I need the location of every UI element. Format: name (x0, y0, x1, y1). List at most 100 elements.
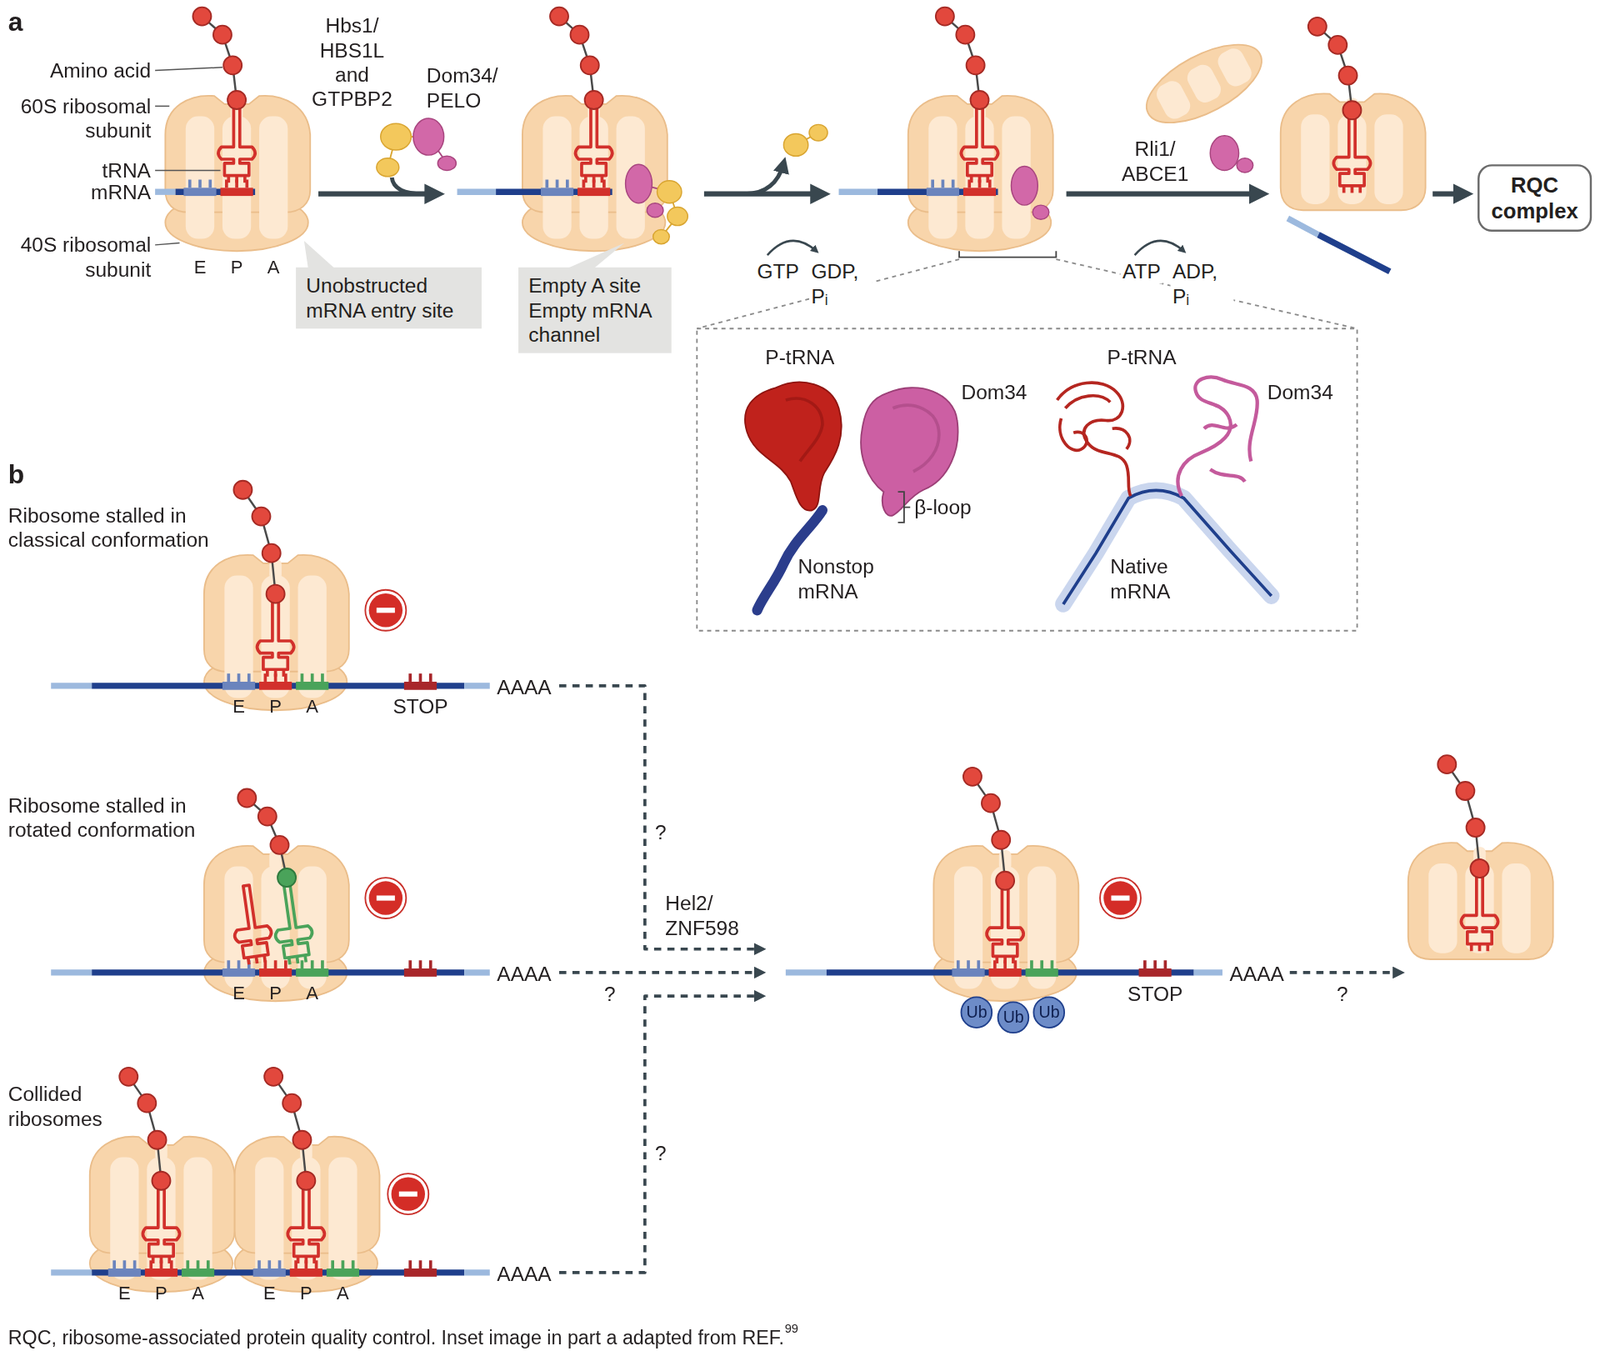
codon-tick (278, 1260, 282, 1269)
callout-box: Unobstructed mRNA entry site (295, 267, 482, 329)
ribosome (235, 1136, 380, 1292)
anticodon-tick (312, 1255, 316, 1264)
amino-acid (1466, 818, 1485, 837)
codon-tick (133, 1260, 137, 1269)
amino-acid (995, 871, 1015, 890)
trna-body (575, 104, 613, 176)
codon (220, 187, 253, 196)
amino-acid (1328, 35, 1347, 55)
annotation-label: ? (1336, 981, 1349, 1006)
hbs1-factor (657, 180, 682, 204)
anticodon-tick (995, 955, 999, 964)
amino-acid (991, 830, 1010, 850)
exit-tunnel (999, 850, 1012, 870)
codon (926, 187, 960, 196)
ptrna-density-shade (785, 398, 823, 461)
hbs1-factor (783, 133, 808, 156)
codon-tick (1143, 960, 1147, 969)
ptrna-density (745, 382, 842, 511)
annotation-label: Ribosome stalled in rotated conformation (8, 792, 245, 842)
ptrna-ribbon (1060, 395, 1110, 451)
dom34-factor (437, 155, 456, 170)
stall-ring (365, 590, 406, 631)
codon-tick (247, 673, 251, 682)
trna-body (287, 1185, 325, 1257)
annotation-label: Ub (1039, 1001, 1060, 1021)
codon-tick (274, 960, 278, 969)
annotation-label: E (118, 1282, 131, 1305)
anticodon-tick (1485, 944, 1490, 952)
codon-tick (320, 960, 325, 969)
codon-tick (1030, 960, 1034, 969)
annotation-label: ADP, Pᵢ (1170, 259, 1234, 309)
stall-bar (376, 607, 395, 613)
amino-acid (223, 55, 242, 75)
mrna-strand (155, 189, 175, 195)
dom34-factor (1032, 205, 1050, 220)
anticodon-tick (305, 955, 306, 962)
annotation-label: AAAA (496, 960, 551, 985)
anticodon-tick (1470, 944, 1474, 952)
annotation-label: STOP (392, 694, 448, 719)
site-channel (183, 1157, 212, 1280)
amino-acid (1308, 17, 1327, 36)
hbs1-factor (667, 207, 688, 226)
annotation-label: mRNA (90, 180, 151, 205)
ubiquitin (998, 1001, 1030, 1033)
codon (108, 1268, 141, 1277)
peptide-chain (1446, 764, 1480, 869)
annotation-label: GDP, Pᵢ (809, 259, 873, 309)
anticodon-tick (282, 669, 286, 677)
amino-acid (550, 7, 569, 26)
amino-acid (1455, 781, 1475, 800)
codon (540, 187, 574, 196)
amino-acid (251, 507, 270, 526)
peptide-chain (972, 776, 1005, 881)
anticodon-tick (305, 1255, 309, 1264)
codon-tick (320, 673, 325, 682)
ribosome (204, 845, 350, 1001)
annotation-label: AAAA (496, 1260, 551, 1285)
dom34-factor (1010, 166, 1038, 206)
amino-acid (935, 7, 955, 26)
amino-acid (282, 1094, 301, 1113)
mrna-strand (1287, 218, 1319, 235)
anticodon-tick (274, 669, 278, 677)
annotation-label: Ub (966, 1001, 988, 1021)
annotation-label: P (155, 1282, 168, 1305)
codon (404, 968, 437, 977)
codon (1025, 968, 1059, 977)
codon-tick (941, 180, 945, 189)
site-channel (542, 116, 571, 240)
codon-tick (408, 673, 412, 682)
callout-pointer (567, 242, 625, 269)
mrna-strand (464, 1269, 490, 1275)
codon (222, 681, 255, 690)
peptide-chain (128, 1076, 161, 1181)
process-arrow (1432, 191, 1465, 197)
amino-acid (296, 1171, 315, 1190)
node-text: Empty A site (528, 273, 661, 298)
codon-tick (1164, 960, 1168, 969)
trna-body (986, 885, 1024, 957)
codon-tick (976, 960, 980, 969)
amino-acid (264, 1067, 283, 1086)
trna-body (269, 882, 316, 959)
amino-acid (137, 1094, 156, 1113)
amino-acid (1342, 100, 1361, 120)
leader-line (155, 67, 223, 71)
process-arrow (1290, 970, 1400, 975)
codon (1139, 968, 1172, 977)
site-channel (965, 116, 994, 240)
codon-tick (196, 1260, 200, 1269)
ptrna-ribbon (1057, 382, 1131, 496)
trna (269, 882, 317, 966)
site-channel (255, 1157, 284, 1280)
bracket (898, 491, 911, 523)
codon (259, 968, 292, 977)
annotation-label: P (269, 982, 282, 1005)
codon (259, 681, 292, 690)
annotation-label: P (230, 257, 244, 280)
codon-tick (341, 1260, 345, 1269)
